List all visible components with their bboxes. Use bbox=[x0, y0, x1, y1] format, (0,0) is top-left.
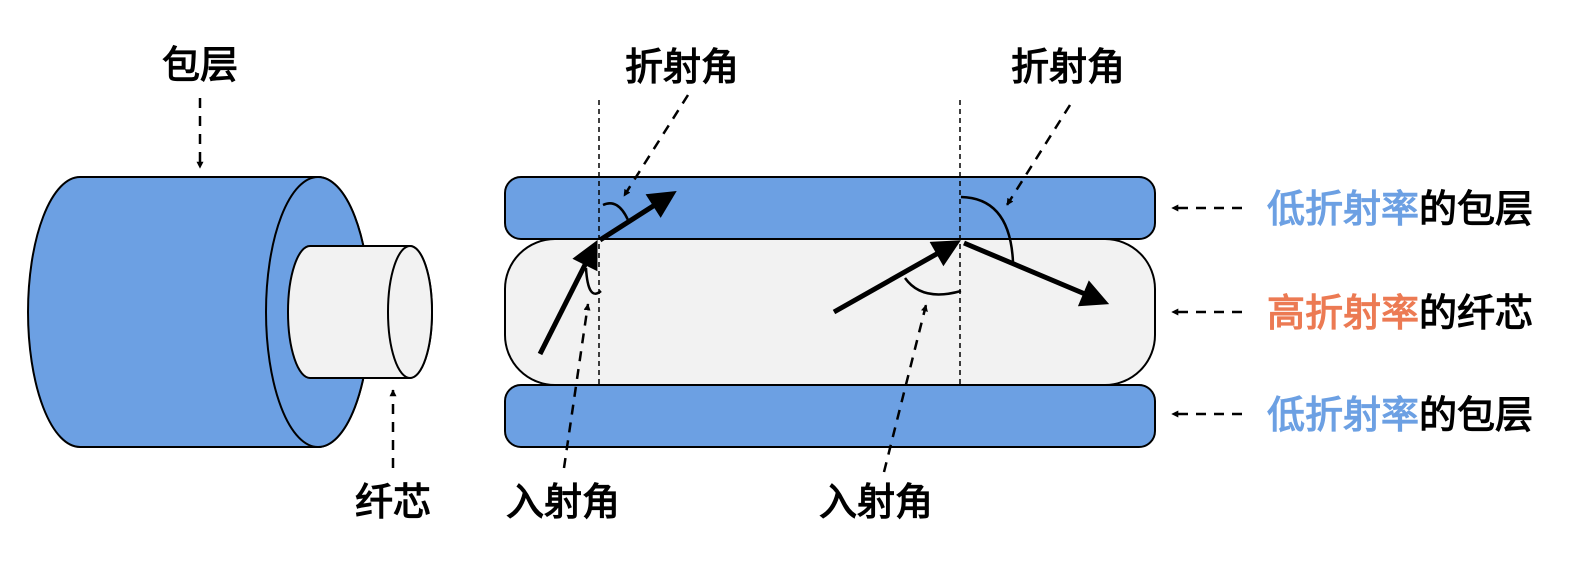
incidence-angle-label-1: 入射角 bbox=[506, 480, 620, 524]
refraction-angle-pointer-2 bbox=[1005, 104, 1072, 206]
incidence-angle-pointer-1 bbox=[562, 303, 591, 469]
cladding-label: 包层 bbox=[162, 43, 238, 87]
reflected-ray-2 bbox=[963, 240, 1110, 307]
bottom-cladding-layer bbox=[504, 384, 1156, 448]
bottom-cladding-rest: 的包层 bbox=[1419, 393, 1533, 437]
fiber-core-layer bbox=[504, 238, 1156, 386]
core-cylinder-end bbox=[387, 245, 433, 379]
refraction-angle-label-1: 折射角 bbox=[625, 45, 739, 89]
core-layer-label: 高折射率的纤芯 bbox=[1267, 291, 1533, 335]
bottom-cladding-accent: 低折射率 bbox=[1267, 393, 1419, 437]
bottom-cladding-label: 低折射率的包层 bbox=[1267, 393, 1533, 437]
incident-ray-2 bbox=[832, 240, 961, 315]
refracted-ray-1 bbox=[598, 190, 677, 243]
top-cladding-accent: 低折射率 bbox=[1267, 187, 1419, 231]
core-label: 纤芯 bbox=[355, 480, 431, 524]
core-layer-rest: 的纤芯 bbox=[1419, 291, 1533, 335]
refraction-angle-label-2: 折射角 bbox=[1011, 45, 1125, 89]
refraction-angle-arc-2 bbox=[960, 195, 1015, 263]
top-cladding-layer bbox=[504, 176, 1156, 240]
incidence-angle-arc-2 bbox=[903, 277, 962, 296]
layer-labels: 低折射率的包层 高折射率的纤芯 低折射率的包层 bbox=[1171, 187, 1533, 437]
core-layer-accent: 高折射率 bbox=[1267, 291, 1419, 335]
incident-ray-1 bbox=[537, 240, 598, 356]
fiber-3d-view: 包层 纤芯 bbox=[27, 43, 433, 524]
top-cladding-label: 低折射率的包层 bbox=[1267, 187, 1533, 231]
fiber-longitudinal-view: 折射角 折射角 入射角 入射角 bbox=[504, 45, 1156, 524]
top-cladding-rest: 的包层 bbox=[1419, 187, 1533, 231]
incidence-angle-arc-1 bbox=[584, 267, 602, 295]
incidence-angle-label-2: 入射角 bbox=[819, 480, 933, 524]
refraction-angle-pointer-1 bbox=[622, 94, 690, 197]
refraction-angle-arc-1 bbox=[602, 202, 630, 221]
